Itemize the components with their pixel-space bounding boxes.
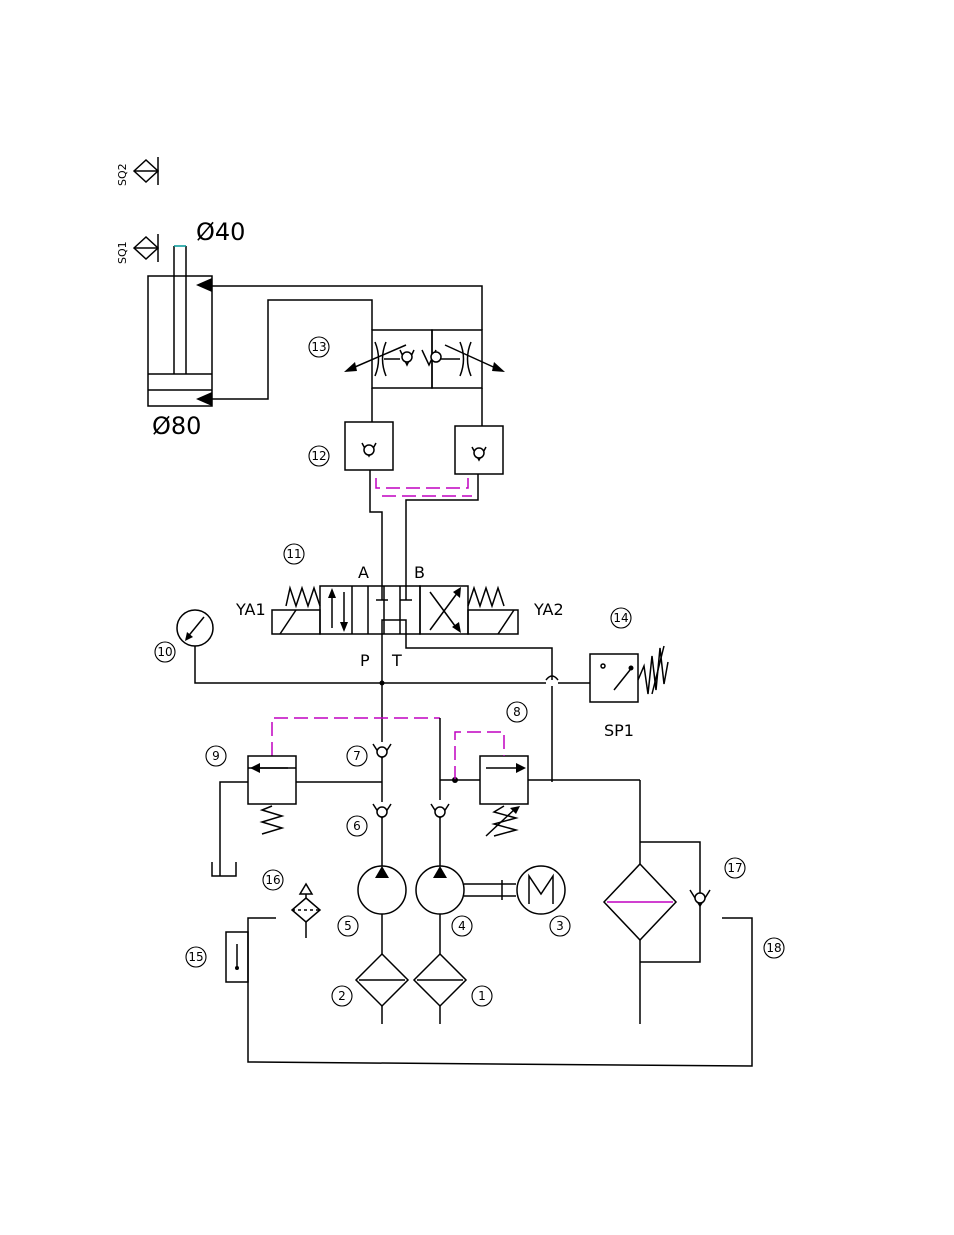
component-number-3: 3 <box>550 916 570 936</box>
check-valves-6 <box>373 804 449 818</box>
svg-text:2: 2 <box>338 989 346 1003</box>
component-number-2: 2 <box>332 986 352 1006</box>
component-number-7: 7 <box>347 746 367 766</box>
component-number-4: 4 <box>452 916 472 936</box>
solenoid-ya1-label: YA1 <box>235 600 266 619</box>
directional-valve-11: A B P T YA1 YA2 <box>235 563 564 670</box>
svg-text:18: 18 <box>766 941 781 955</box>
component-number-17: 17 <box>725 858 745 878</box>
svg-text:1: 1 <box>478 989 486 1003</box>
limit-switch-sq1: SQ1 <box>116 234 158 264</box>
component-number-18: 18 <box>764 938 784 958</box>
port-p-label: P <box>360 651 370 670</box>
suction-filter-1 <box>414 954 466 1006</box>
component-number-15: 15 <box>186 947 206 967</box>
component-number-16: 16 <box>263 870 283 890</box>
throttle-check-valve-13 <box>344 330 505 388</box>
hydraulic-lock-12 <box>345 422 503 496</box>
svg-text:16: 16 <box>265 873 280 887</box>
svg-text:17: 17 <box>727 861 742 875</box>
suction-filter-2 <box>356 954 408 1006</box>
svg-text:5: 5 <box>344 919 352 933</box>
component-number-10: 10 <box>155 642 175 662</box>
svg-text:12: 12 <box>311 449 326 463</box>
component-number-14: 14 <box>611 608 631 628</box>
hydraulic-cylinder: Ø40 Ø80 <box>148 218 245 440</box>
svg-text:3: 3 <box>556 919 564 933</box>
solenoid-ya2-label: YA2 <box>533 600 564 619</box>
port-b-label: B <box>414 563 425 582</box>
pump-4 <box>416 866 464 914</box>
svg-text:7: 7 <box>353 749 361 763</box>
air-breather-16 <box>292 884 320 938</box>
port-a-label: A <box>358 563 369 582</box>
component-number-13: 13 <box>309 337 329 357</box>
svg-text:8: 8 <box>513 705 521 719</box>
level-gauge-15 <box>226 932 248 982</box>
svg-text:13: 13 <box>311 340 326 354</box>
svg-text:4: 4 <box>458 919 466 933</box>
pressure-switch-sp1-label: SP1 <box>604 721 634 740</box>
component-number-1: 1 <box>472 986 492 1006</box>
sq2-label: SQ2 <box>116 163 129 186</box>
relief-valve-8 <box>440 732 640 836</box>
port-t-label: T <box>391 651 402 670</box>
bypass-check-valve-17 <box>690 890 710 906</box>
component-number-8: 8 <box>507 702 527 722</box>
svg-text:10: 10 <box>157 645 172 659</box>
oil-tank-18 <box>248 918 752 1066</box>
bore-diameter-label: Ø80 <box>152 412 201 440</box>
svg-text:6: 6 <box>353 819 361 833</box>
sq1-label: SQ1 <box>116 241 129 264</box>
pressure-switch-14: SP1 <box>590 646 668 740</box>
electric-motor-3 <box>517 866 565 914</box>
limit-switch-sq2: SQ2 <box>116 157 158 186</box>
svg-text:14: 14 <box>613 611 628 625</box>
component-number-11: 11 <box>284 544 304 564</box>
return-filter <box>604 780 700 1024</box>
component-number-12: 12 <box>309 446 329 466</box>
svg-text:15: 15 <box>188 950 203 964</box>
rod-diameter-label: Ø40 <box>196 218 245 246</box>
pump-5 <box>358 866 406 914</box>
check-valve-7 <box>373 744 391 758</box>
svg-text:11: 11 <box>286 547 301 561</box>
component-number-5: 5 <box>338 916 358 936</box>
component-number-9: 9 <box>206 746 226 766</box>
svg-text:9: 9 <box>212 749 220 763</box>
component-number-6: 6 <box>347 816 367 836</box>
